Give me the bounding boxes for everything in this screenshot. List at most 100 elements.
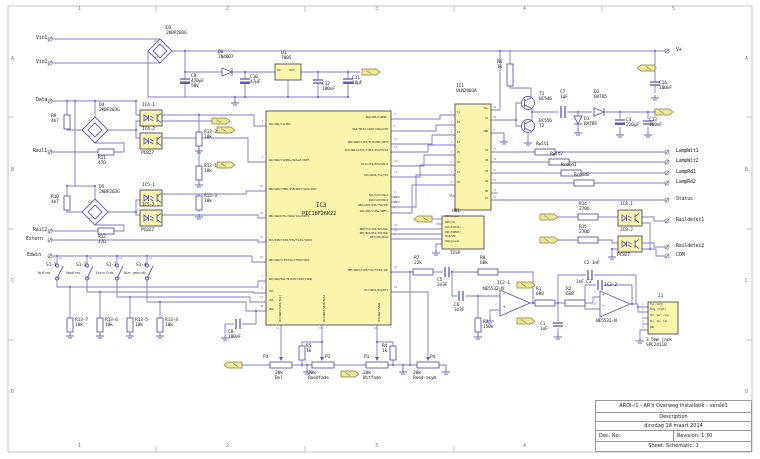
s1-3-pin-top: 14 — [119, 256, 122, 260]
uln-num-1: 1 — [450, 110, 453, 114]
uln-o7: O7 — [485, 196, 488, 200]
ic3-pin-rb4: RB4/AN11/P1D/T5G/IOC — [358, 203, 388, 207]
capacitors — [180, 78, 660, 329]
port-vin1-label: Vin1 — [36, 35, 48, 41]
port-vin2-label: Vin2 — [36, 59, 48, 65]
optocoupler-ic4-1 — [139, 109, 163, 127]
driver-ic1 — [454, 103, 492, 211]
frame-col-3-bot: 3 — [375, 443, 378, 449]
c4-label: C4 220µF — [626, 118, 639, 129]
bridge-rectifier-d3 — [147, 38, 173, 64]
c7-label: C7 1µF — [560, 90, 568, 101]
d1-label: D1 BAT85 — [584, 117, 597, 128]
port-extern-label: Extern — [26, 236, 43, 242]
ic3-pin-ra4: RA4/T0CKI/C1OUT/SRQ/CCP5 — [352, 127, 388, 131]
c2-label: C2 1nF — [584, 261, 600, 266]
s1-2-func: RoodFreq — [66, 271, 80, 275]
ic8-2-label: IC8-2 — [620, 228, 633, 233]
ic3-num-6: 6 — [394, 124, 396, 128]
s1-3-label: S1-3 — [106, 263, 117, 268]
ic3-pin-rb5: RB5/AN13/CCP5/T1G/T3CKI/IOC — [347, 268, 388, 272]
rwit1-label: Rwit1 — [536, 142, 549, 147]
rwit2-label: Rwit2 — [550, 152, 563, 157]
h01-pin-pgm: PGM(LVP) — [445, 221, 456, 224]
ic3-pin-ra6: RA6/CLKO/OSC2 — [368, 198, 388, 202]
d3-label: D3 2KBP203G — [166, 26, 187, 37]
ic4-2-label: IC4-2 — [142, 127, 155, 132]
ic3-pin-vdd: VDD — [269, 307, 274, 311]
uln-num-17: 17 — [493, 147, 496, 151]
uln-o5: O5 — [485, 179, 488, 183]
ic3-pin-ra0: RA0/AN0/C12IN0- — [365, 115, 388, 119]
s1-4-pin-bot: 4 — [149, 276, 151, 280]
opamp2-num-7: 7 — [632, 296, 634, 300]
frame-col-2-top: 2 — [226, 6, 229, 12]
port-rail1-label: Rail1 — [33, 148, 48, 154]
audio-jack-j1 — [647, 301, 679, 335]
bridge-rectifier-d4 — [81, 116, 109, 144]
s1-4-func: Niet gebruikt — [124, 271, 147, 275]
ic3-value: PIC18F26K22 — [302, 211, 337, 217]
ic2-2-label: IC2-2 — [604, 283, 617, 288]
ic3-pin-rb7: RB7/RX2/DT2/IOC/PGD — [359, 231, 388, 235]
s1-2-label: S1-2 — [76, 263, 87, 268]
ic3-num-4: 4 — [261, 155, 264, 159]
uln-i8: I8 — [457, 181, 460, 184]
opamp2-plus: + — [602, 292, 605, 297]
p3-label: P3 — [263, 355, 269, 360]
title-block-sheet: Sheet: Schematic: 1 — [648, 443, 699, 449]
uln-num-16: 16 — [493, 157, 496, 161]
r13-1-label: R13-1 10k — [204, 164, 217, 175]
ic3-pin-ra1: RA1/AN1/C12IN1- — [269, 122, 292, 126]
ic3-pin-ra5: RA5/AN4/SS1/HLVDIN/C2OUT/SRNQ — [269, 277, 313, 281]
dip-switch-s1[interactable] — [55, 263, 154, 281]
c13-label: C13 100nF — [649, 118, 662, 129]
opamp1-plus: + — [503, 304, 506, 309]
ic2-2-value: NE5532-N — [596, 319, 617, 324]
r3-label: R3 150k — [483, 320, 494, 331]
ic3-pin-ra3: RA3/AN3/C1IN+/VREF+ — [359, 209, 388, 213]
ic3-pin-rc3: RC3/AN15/SCK1/SCL1 — [278, 295, 282, 322]
ic3-pin-rc4: RC4/AN16/SDI1/SDA1 — [322, 295, 326, 322]
p4-label: P4 — [430, 355, 436, 360]
r2-label: R2 6k8 — [566, 287, 574, 298]
s1-1-label: S1-1 — [46, 263, 57, 268]
ic3-num-10: 10 — [394, 195, 397, 199]
ic1-label: IC1 ULN2803A — [456, 84, 477, 95]
title-block-title: AROI-r1 - AR's Overweg Installatie - ver… — [596, 401, 751, 413]
frame-row-a-left: A — [11, 56, 14, 62]
wires — [52, 38, 665, 369]
uln-num-4: 4 — [450, 140, 453, 144]
ic5-2-label: IC5-2 — [142, 203, 155, 208]
ic3-num-16: 16 — [374, 326, 377, 330]
ic8-1-label: IC8-1 — [620, 202, 633, 207]
resistors — [63, 63, 599, 361]
diode-d1 — [573, 115, 583, 126]
ic3-num-13: 13 — [394, 145, 397, 149]
frame-row-c-right: C — [745, 278, 748, 284]
c14-label: C14 100nF — [659, 81, 672, 92]
d4-ac2: AC2 — [88, 135, 92, 138]
port-com-label: COM — [676, 252, 685, 258]
ic3-pin-rc0: RC0/P2B/T3CKI/T3G/T1CKI/SOSCO — [269, 238, 313, 242]
r4-label: R4 1k — [382, 344, 388, 355]
uln-o4: O4 — [485, 169, 488, 173]
opamp2-num-6: 6 — [594, 302, 596, 306]
h01-label: H01 — [452, 209, 460, 214]
icsp-header-h01 — [441, 215, 485, 250]
port-lamprd2-label: LampRd2 — [676, 179, 696, 185]
u1-pin-out: OUT — [289, 68, 294, 72]
s1-3-pin-bot: 3 — [119, 276, 121, 280]
h01-pin-mclr: MCLR/VPP — [445, 235, 456, 238]
ic3-num-7: 7 — [261, 274, 264, 278]
uln-i4: I4 — [457, 141, 460, 144]
r13-5-label: R13-5 10k — [135, 318, 148, 329]
r13-2-label: R13-2 10k — [204, 130, 217, 141]
ic3-num-15: 15 — [319, 326, 322, 330]
ic3-num-12: 12 — [394, 159, 397, 163]
d6-label: D6 1N4007 — [218, 50, 234, 61]
frame-col-3-top: 3 — [375, 6, 378, 12]
c12-label: C12 100nF — [322, 82, 335, 93]
ic3-num-25: 25 — [394, 200, 397, 204]
c6-label: C6 3n3F — [454, 303, 465, 314]
